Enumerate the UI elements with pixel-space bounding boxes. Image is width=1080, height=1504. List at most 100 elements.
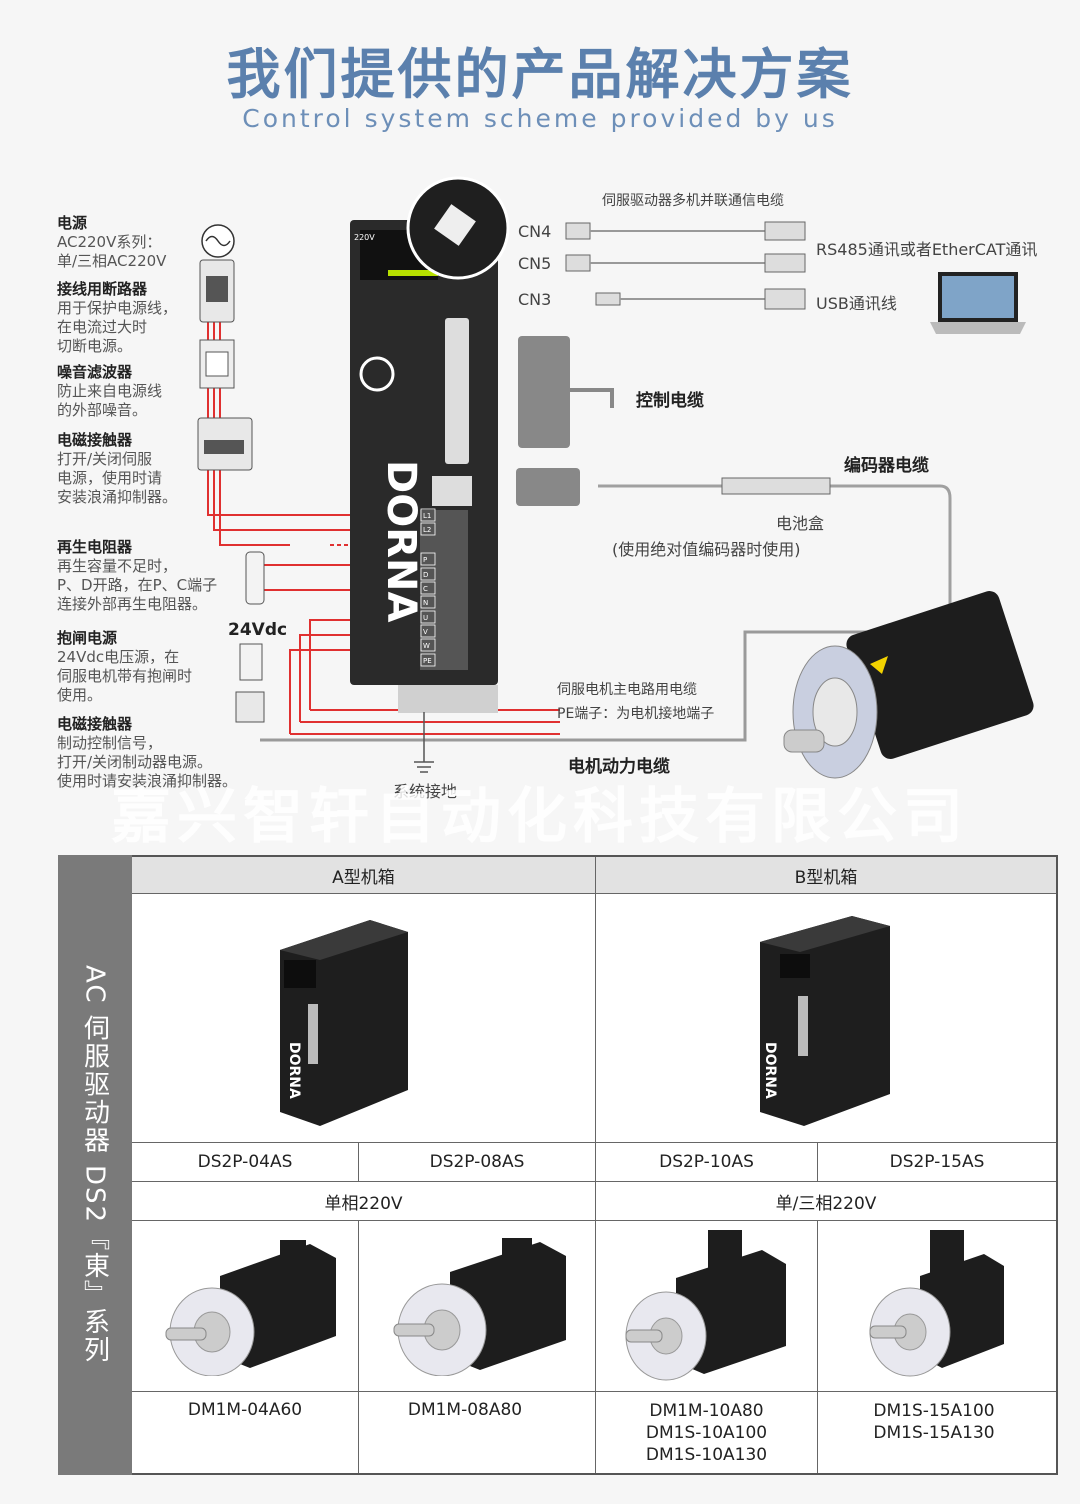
control-cable-label: 控制电缆 [636,391,704,411]
grid-line [132,893,1056,894]
drive-a-image: DORNA [280,920,408,1126]
motor-model: DM1S-15A130 [873,1423,995,1443]
terminal-box [420,508,436,522]
label-line: 电源，使用时请 [57,469,163,487]
label-line: 再生容量不足时， [57,557,178,575]
label-contactor: 电磁接触器 打开/关闭伺服 电源，使用时请 安装浪涌抑制器。 [57,431,257,507]
label-title: 电磁接触器 [57,715,133,733]
rs485-label: RS485通讯或者EtherCAT通讯 [816,240,1038,259]
page-subtitle: Control system scheme provided by us [242,104,838,133]
servo-motor [783,591,1034,779]
model-ds2p-08as: DS2P-08AS [429,1152,525,1172]
motor-model: DM1M-10A80 [649,1401,764,1421]
terminal-label-l1: L1 [423,512,431,520]
motor-main-cable-label: 伺服电机主电路用电缆 [557,682,697,698]
drive-brand-text: DORNA [378,460,424,622]
motor-image-1 [165,1240,336,1376]
motor-power-cable [260,630,900,742]
label-line: 防止来自电源线 [57,382,163,400]
grid-line [358,1143,359,1181]
label-breaker: 接线用断路器 用于保护电源线， 在电流过大时 切断电源。 [57,280,257,356]
terminal-label-p: P [423,556,427,564]
label-title: 电磁接触器 [57,431,133,449]
label-line: 用于保护电源线， [57,299,178,317]
motor-list-2: DM1M-08A80 [359,1392,571,1472]
grid-line [132,1391,1056,1392]
motor-power-cable-label: 电机动力电缆 [568,757,670,777]
pe-note-label: PE端子：为电机接地端子 [557,706,715,722]
svg-text:DORNA: DORNA [762,1042,778,1099]
ground-symbol-icon [414,712,434,773]
motor-model: DM1S-10A130 [645,1445,768,1465]
terminal-box [420,624,436,638]
cn3-label: CN3 [518,290,552,309]
svg-text:DORNA: DORNA [286,1042,302,1099]
multi-cable-label: 伺服驱动器多机并联通信电缆 [602,193,784,209]
terminal-label-n: N [423,599,428,607]
control-cable-connector [518,336,614,448]
motor-model: DM1M-04A60 [187,1400,303,1420]
grid-line [358,1221,359,1473]
label-line: 使用。 [57,686,103,704]
label-title: 接线用断路器 [57,280,148,298]
cn4-label: CN4 [518,222,552,241]
label-line: 使用时请安装浪涌抑制器。 [57,772,238,790]
label-title: 噪音滤波器 [57,363,133,381]
table-side-title: AC 伺服驱动器 DS2『東』系列 [58,855,132,1475]
grid-line [817,1221,818,1473]
terminal-label-v: V [423,628,428,636]
motor-model: DM1S-15A100 [873,1401,995,1421]
comm-connectors [565,221,806,310]
motor-image-3 [625,1230,786,1381]
grid-line [132,1220,1056,1221]
watermark: 嘉兴智轩自动化科技有限公司 [111,782,969,852]
brake-power-icon [239,643,263,681]
motor-image-2 [393,1238,566,1376]
box-a-header: A型机箱 [132,857,595,893]
box-b-header: B型机箱 [596,857,1056,893]
motor-image-4 [869,1230,1004,1377]
motor-list-1: DM1M-04A60 [132,1392,358,1472]
label-line: AC220V系列： [57,233,162,251]
label-brake-power: 抱闸电源 24Vdc电压源，在 伺服电机带有抱闸时 使用。 [57,629,257,705]
terminal-label-d: D [423,571,428,579]
cn5-label: CN5 [518,254,552,273]
terminal-box [420,552,436,566]
model-ds2p-04as: DS2P-04AS [197,1152,293,1172]
label-line: 的外部噪音。 [57,401,148,419]
label-line: 24Vdc电压源，在 [57,648,180,666]
label-title: 抱闸电源 [57,629,118,647]
label-line: 打开/关闭伺服 [57,450,153,468]
motor-model: DM1M-08A80 [407,1400,523,1420]
battery-box-label: 电池盒 [776,514,825,533]
battery-note-label: (使用绝对值编码器时使用) [612,540,801,559]
page-title: 我们提供的产品解决方案 [226,43,854,106]
motor-model: DM1S-10A100 [645,1423,768,1443]
label-line: 在电流过大时 [57,318,148,336]
grid-line [132,1142,1056,1143]
terminal-label-pe: PE [423,657,432,665]
brake-contactor-icon [235,691,265,723]
label-noise-filter: 噪音滤波器 防止来自电源线 的外部噪音。 [57,363,257,420]
phase-b-label: 单/三相220V [775,1193,877,1214]
drive-logo-icon [359,356,395,392]
terminal-label-c: C [423,585,428,593]
label-title: 再生电阻器 [57,538,133,556]
ground-label: 系统接地 [393,782,458,801]
terminal-box [420,595,436,609]
vdc-label: 24Vdc [228,620,288,640]
label-power: 电源 AC220V系列： 单/三相AC220V [57,214,257,271]
terminal-label-l2: L2 [423,526,431,534]
drive-b-image: DORNA [760,916,890,1126]
grid-line [595,857,596,1473]
terminal-box [420,653,436,667]
side-title-text: AC 伺服驱动器 DS2『東』系列 [79,965,110,1365]
model-ds2p-10as: DS2P-10AS [659,1152,754,1172]
terminal-box [420,638,436,652]
motor-list-4: DM1S-15A100 DM1S-15A130 [818,1392,1050,1472]
drive-voltage-text: 220V [354,233,375,242]
phase-a-label: 单相220V [324,1193,403,1214]
laptop-icon [930,272,1026,334]
encoder-cable-label: 编码器电缆 [844,456,929,476]
terminal-label-w: W [423,642,430,650]
